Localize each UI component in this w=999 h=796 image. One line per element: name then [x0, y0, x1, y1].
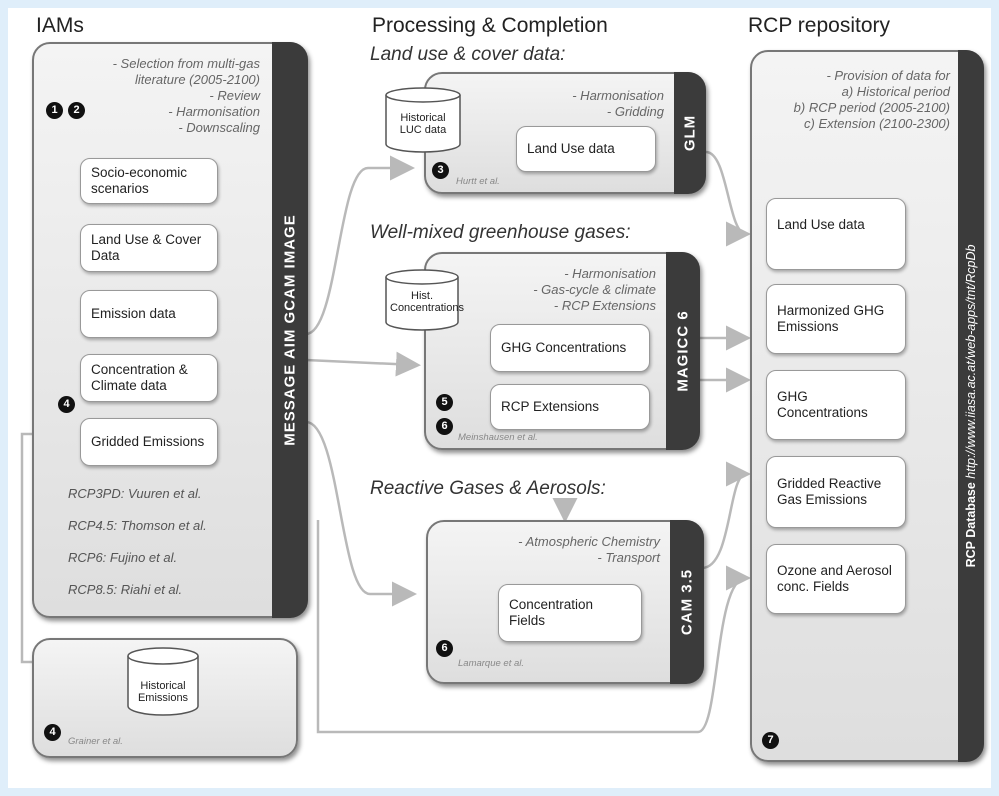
socio-economic-box: Socio-economic scenarios: [80, 158, 218, 204]
cam-label: CAM 3.5: [678, 568, 696, 636]
cam-bar: CAM 3.5: [670, 520, 704, 684]
processing-header: Processing & Completion: [372, 14, 608, 37]
diagram-canvas: IAMs Processing & Completion RCP reposit…: [8, 8, 991, 788]
magicc-panel: MAGICC 6 - Harmonisation - Gas-cycle & c…: [424, 252, 700, 450]
arrow-cam-to-repo-reactive: [701, 461, 751, 570]
rcp3pd-citation: RCP3PD: Vuuren et al.: [68, 486, 202, 501]
glm-bar: GLM: [674, 72, 706, 194]
magicc-notes: - Harmonisation - Gas-cycle & climate - …: [533, 266, 656, 313]
rcp-database-url[interactable]: http://www.iiasa.ac.at/web-apps/tnt/RcpD…: [964, 244, 978, 479]
rcp-database-label: RCP Database http://www.iiasa.ac.at/web-…: [964, 245, 978, 568]
historical-emissions-cylinder: [127, 647, 199, 716]
arrow-glm-to-repo: [705, 150, 751, 247]
historical-luc-cylinder: [385, 87, 461, 153]
reactive-subheader: Reactive Gases & Aerosols:: [370, 478, 606, 499]
rcp-repository-panel: RCP Database http://www.iiasa.ac.at/web-…: [750, 50, 984, 762]
rcp6-citation: RCP6: Fujino et al.: [68, 550, 178, 565]
emission-data-box: Emission data: [80, 290, 218, 338]
repository-header: RCP repository: [748, 14, 890, 37]
iams-models-bar: MESSAGE AIM GCAM IMAGE: [272, 42, 308, 618]
glm-land-use-box: Land Use data: [516, 126, 656, 172]
arrow-iams-to-cam: [305, 420, 417, 607]
rcp-extensions-box: RCP Extensions: [490, 384, 650, 430]
historical-emissions-panel: Historical Emissions 4 Grainer et al.: [32, 638, 298, 758]
badge-4-historical: 4: [44, 724, 61, 741]
arrow-iams-to-glm: [305, 155, 415, 336]
badge-1: 1: [46, 102, 63, 119]
concentration-fields-box: Concentration Fields: [498, 584, 642, 642]
historical-emissions-label: Historical Emissions: [137, 680, 189, 704]
ghg-concentrations-box: GHG Concentrations: [490, 324, 650, 372]
badge-2: 2: [68, 102, 85, 119]
repo-ozone-aerosol-box: Ozone and Aerosol conc. Fields: [766, 544, 906, 614]
wmghg-subheader: Well-mixed greenhouse gases:: [370, 222, 631, 243]
badge-4-gridded: 4: [58, 396, 75, 413]
land-use-cover-box: Land Use & Cover Data: [80, 224, 218, 272]
concentration-climate-box: Concentration & Climate data: [80, 354, 218, 402]
rcp85-citation: RCP8.5: Riahi et al.: [68, 582, 183, 597]
repo-gridded-reactive-box: Gridded Reactive Gas Emissions: [766, 456, 906, 528]
land-use-subheader: Land use & cover data:: [370, 44, 566, 65]
arrow-iams-to-magicc: [305, 351, 421, 377]
meinshausen-citation: Meinshausen et al.: [458, 432, 538, 443]
historical-luc-label: Historical LUC data: [399, 112, 447, 136]
magicc-label: MAGICC 6: [674, 310, 692, 392]
glm-label: GLM: [681, 114, 699, 152]
badge-6-magicc: 6: [436, 418, 453, 435]
lamarque-citation: Lamarque et al.: [458, 658, 525, 669]
iams-panel: MESSAGE AIM GCAM IMAGE - Selection from …: [32, 42, 308, 618]
grainer-citation: Grainer et al.: [68, 736, 123, 747]
repo-notes: - Provision of data for a) Historical pe…: [793, 68, 950, 131]
glm-notes: - Harmonisation - Gridding: [572, 88, 664, 119]
iams-models-label: MESSAGE AIM GCAM IMAGE: [281, 214, 299, 446]
badge-7: 7: [762, 732, 779, 749]
magicc-bar: MAGICC 6: [666, 252, 700, 450]
arrow-iams-to-repo-ozone: [316, 520, 751, 734]
rcp-database-title: RCP Database: [964, 482, 978, 568]
badge-6-cam: 6: [436, 640, 453, 657]
hurtt-citation: Hurtt et al.: [456, 176, 500, 187]
hist-concentrations-cylinder: [385, 269, 459, 331]
glm-panel: GLM - Harmonisation - Gridding Land Use …: [424, 72, 706, 194]
badge-5: 5: [436, 394, 453, 411]
repo-land-use-box: Land Use data: [766, 198, 906, 270]
rcp45-citation: RCP4.5: Thomson et al.: [68, 518, 207, 533]
repo-ghg-concentrations-box: GHG Concentrations: [766, 370, 906, 440]
rcp-database-bar: RCP Database http://www.iiasa.ac.at/web-…: [958, 50, 984, 762]
cam-notes: - Atmospheric Chemistry - Transport: [518, 534, 660, 565]
hist-concentrations-label: Hist. Concentrations: [390, 290, 464, 314]
badge-3: 3: [432, 162, 449, 179]
cam-panel: CAM 3.5 - Atmospheric Chemistry - Transp…: [426, 520, 704, 684]
iams-notes: - Selection from multi-gas literature (2…: [112, 56, 260, 135]
gridded-emissions-box: Gridded Emissions: [80, 418, 218, 466]
iams-header: IAMs: [36, 14, 84, 37]
repo-harmonized-ghg-box: Harmonized GHG Emissions: [766, 284, 906, 354]
